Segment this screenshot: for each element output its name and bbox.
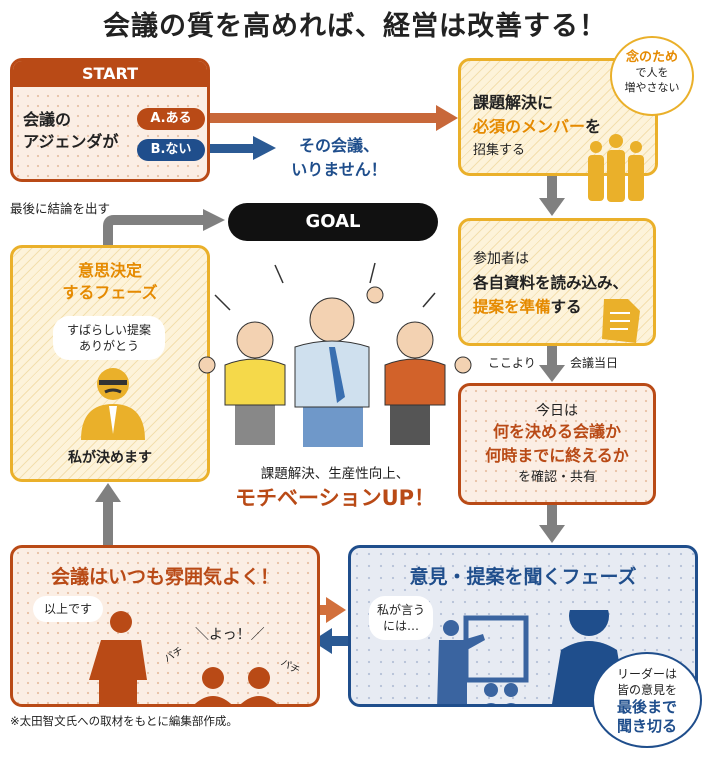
arrow-step3-to-opinion bbox=[539, 505, 565, 543]
page-title: 会議の質を高めれば、経営は改善する！ bbox=[103, 11, 607, 42]
motivation-headline: モチベーションUP！ bbox=[234, 486, 436, 510]
celebrating-team-illustration bbox=[198, 262, 472, 447]
decision-title-1: 意思決定 bbox=[77, 261, 142, 280]
step-confirm-agenda: 今日は 何を決める会議か 何時までに終えるか を確認・共有 bbox=[458, 383, 656, 505]
atmosphere-box: 会議はいつも雰囲気よく！ 以上です ＼よっ！／ パチ パチ bbox=[10, 545, 320, 707]
step2-line1: 参加者は bbox=[473, 251, 529, 267]
arrow-b-to-no-meeting bbox=[210, 136, 276, 160]
agenda-label-2: アジェンダが bbox=[23, 132, 119, 151]
option-b-badge: B.ない bbox=[137, 139, 205, 161]
no-meeting-text: その会議、 いりません！ bbox=[284, 134, 394, 182]
start-header: START bbox=[13, 61, 207, 87]
step2-highlight: 提案を準備 bbox=[473, 298, 551, 316]
team-icon bbox=[588, 134, 644, 202]
step2-line2: 各自資料を読み込み、 bbox=[473, 274, 629, 292]
opinion-phase-title: 意見・提案を聞くフェーズ bbox=[409, 566, 637, 588]
arrow-step1-to-step2 bbox=[539, 175, 565, 216]
leader-note-1: リーダーは bbox=[616, 667, 677, 681]
document-icon bbox=[602, 299, 640, 343]
option-a-badge: A.ある bbox=[137, 108, 205, 130]
arrow-opinion-to-atmosphere bbox=[312, 628, 350, 654]
step3-line1: 今日は bbox=[536, 403, 578, 419]
footnote: ※太田智文氏への取材をもとに編集部作成。 bbox=[10, 714, 238, 728]
speech-bubble-leader: すばらしい提案ありがとう bbox=[53, 316, 165, 360]
speech-bubble-presenter: 私が言うには… bbox=[369, 596, 433, 640]
conclusion-label: 最後に結論を出す bbox=[10, 201, 111, 216]
arrow-atmosphere-to-decision bbox=[95, 483, 121, 545]
note-circle-just-in-case: 念のため で人を 増やさない bbox=[610, 36, 694, 116]
atmosphere-title: 会議はいつも雰囲気よく！ bbox=[50, 566, 279, 588]
applause-illustration bbox=[89, 611, 278, 704]
no-meeting-line1: その会議、 bbox=[298, 136, 379, 155]
agenda-label-1: 会議の bbox=[23, 110, 72, 129]
step3-line4: を確認・共有 bbox=[517, 470, 596, 485]
step3-line2: 何を決める会議か bbox=[492, 422, 621, 441]
note-line2: で人を bbox=[635, 66, 669, 79]
step1-highlight: 必須のメンバー bbox=[473, 117, 586, 136]
decision-caption: 私が決めます bbox=[68, 450, 152, 466]
leader-note-2: 皆の意見を bbox=[616, 683, 677, 697]
marker-from-here: ここより bbox=[488, 356, 536, 370]
leader-note-3: 最後まで bbox=[616, 698, 677, 716]
start-box: START 会議の アジェンダが A.ある B.ない bbox=[10, 58, 210, 182]
note-circle-leader: リーダーは 皆の意見を 最後まで 聞き切る bbox=[592, 652, 702, 748]
no-meeting-line2: いりません！ bbox=[291, 160, 387, 179]
step1-line3: 招集する bbox=[473, 143, 526, 158]
arrow-decision-to-goal bbox=[103, 209, 225, 245]
speech-bubble-speaker: 以上です bbox=[33, 596, 103, 622]
leader-avatar-icon bbox=[81, 368, 145, 440]
note-line3: 増やさない bbox=[624, 81, 680, 94]
benefits-caption: 課題解決、生産性向上、 bbox=[260, 466, 410, 482]
decision-phase-box: 意思決定 するフェーズ すばらしい提案ありがとう 私が決めます bbox=[10, 245, 210, 482]
leader-note-4: 聞き切る bbox=[616, 717, 677, 735]
arrow-a-to-step1 bbox=[210, 105, 458, 131]
note-highlight: 念のため bbox=[625, 50, 678, 65]
marker-meeting-day: 会議当日 bbox=[570, 356, 619, 370]
step1-rest: を bbox=[585, 117, 602, 136]
step1-line1: 課題解決に bbox=[473, 93, 554, 112]
goal-badge: GOAL bbox=[228, 203, 438, 241]
cheer-text: ＼よっ！／ bbox=[195, 627, 265, 643]
arrow-step2-to-step3 bbox=[539, 345, 565, 382]
step2-rest: する bbox=[550, 298, 582, 316]
step3-line3: 何時までに終えるか bbox=[485, 446, 629, 465]
decision-title-2: するフェーズ bbox=[62, 283, 158, 302]
